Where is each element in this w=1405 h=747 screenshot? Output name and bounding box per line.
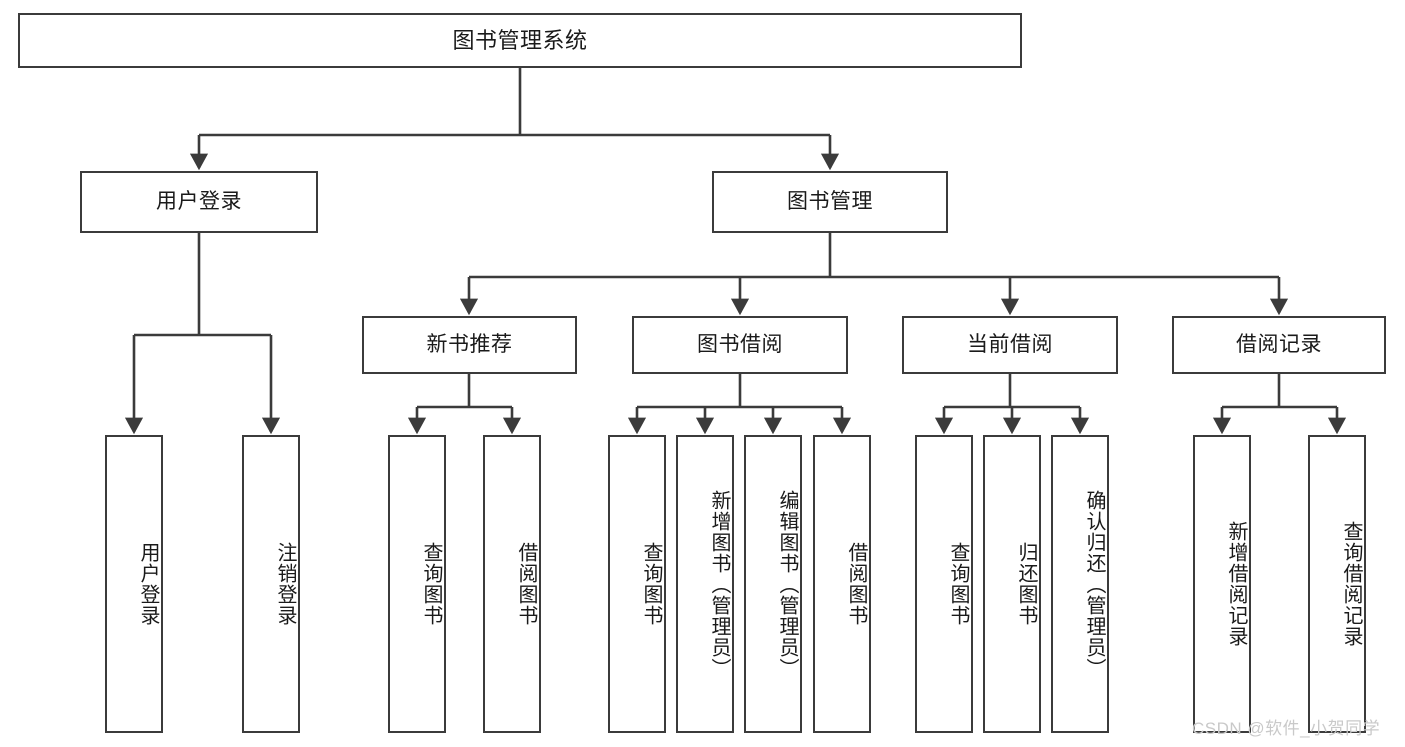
leaf-new-book-borrow[interactable]: 借阅图书 xyxy=(483,435,541,733)
leaf-current-confirm-return[interactable]: 确认归还（管理员） xyxy=(1051,435,1109,733)
leaf-user-login-signin[interactable]: 用户登录 xyxy=(105,435,163,733)
node-user-login[interactable]: 用户登录 xyxy=(80,171,318,233)
node-book-management-label: 图书管理 xyxy=(787,189,873,213)
node-user-login-label: 用户登录 xyxy=(156,189,242,213)
node-new-book-recommend-label: 新书推荐 xyxy=(426,332,513,356)
leaf-borrow-query-book-label: 查询图书 xyxy=(640,542,662,626)
leaf-borrow-lend-book-label: 借阅图书 xyxy=(845,542,867,626)
leaf-current-return-book-label: 归还图书 xyxy=(1015,542,1037,626)
node-root-label: 图书管理系统 xyxy=(452,27,588,53)
leaf-records-add[interactable]: 新增借阅记录 xyxy=(1193,435,1251,733)
leaf-new-book-query[interactable]: 查询图书 xyxy=(388,435,446,733)
leaf-borrow-edit-book-label: 编辑图书（管理员） xyxy=(776,489,798,679)
node-current-borrow-label: 当前借阅 xyxy=(967,332,1053,356)
node-new-book-recommend[interactable]: 新书推荐 xyxy=(362,316,577,374)
leaf-current-return-book[interactable]: 归还图书 xyxy=(983,435,1041,733)
leaf-user-login-signout[interactable]: 注销登录 xyxy=(242,435,300,733)
leaf-new-book-borrow-label: 借阅图书 xyxy=(515,542,537,626)
leaf-borrow-lend-book[interactable]: 借阅图书 xyxy=(813,435,871,733)
csdn-watermark: CSDN @软件_小贺同学 xyxy=(1192,719,1381,738)
leaf-user-login-signin-label: 用户登录 xyxy=(137,542,159,626)
node-book-borrow-label: 图书借阅 xyxy=(697,332,783,356)
leaf-borrow-query-book[interactable]: 查询图书 xyxy=(608,435,666,733)
leaf-current-query-book-label: 查询图书 xyxy=(947,542,969,626)
node-borrow-records-label: 借阅记录 xyxy=(1236,332,1322,356)
node-root[interactable]: 图书管理系统 xyxy=(18,13,1022,68)
node-book-borrow[interactable]: 图书借阅 xyxy=(632,316,848,374)
leaf-new-book-query-label: 查询图书 xyxy=(420,542,442,626)
leaf-current-query-book[interactable]: 查询图书 xyxy=(915,435,973,733)
leaf-records-query[interactable]: 查询借阅记录 xyxy=(1308,435,1366,733)
node-borrow-records[interactable]: 借阅记录 xyxy=(1172,316,1386,374)
leaf-current-confirm-return-label: 确认归还（管理员） xyxy=(1083,489,1105,679)
leaf-borrow-add-book[interactable]: 新增图书（管理员） xyxy=(676,435,734,733)
node-current-borrow[interactable]: 当前借阅 xyxy=(902,316,1118,374)
leaf-borrow-add-book-label: 新增图书（管理员） xyxy=(708,489,730,679)
leaf-borrow-edit-book[interactable]: 编辑图书（管理员） xyxy=(744,435,802,733)
leaf-records-query-label: 查询借阅记录 xyxy=(1340,521,1362,647)
leaf-records-add-label: 新增借阅记录 xyxy=(1225,521,1247,647)
node-book-management[interactable]: 图书管理 xyxy=(712,171,948,233)
leaf-user-login-signout-label: 注销登录 xyxy=(274,542,296,626)
